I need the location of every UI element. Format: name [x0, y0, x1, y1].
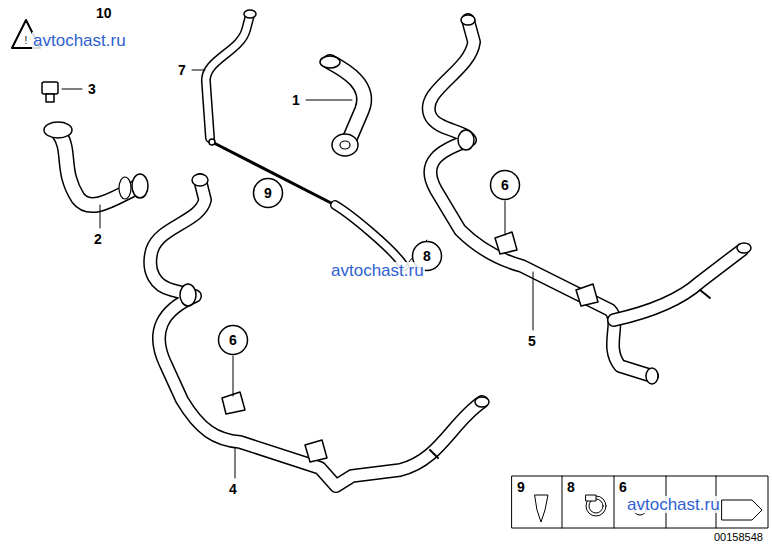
- callout-number: 9: [264, 185, 272, 201]
- callout-number: 10: [96, 6, 112, 20]
- watermark: avtochast.ru: [626, 496, 721, 513]
- callout-number: 9: [517, 480, 525, 494]
- callout-number: 8: [567, 480, 575, 494]
- callout-number: 6: [501, 177, 509, 193]
- callout-number: 2: [94, 232, 102, 246]
- callout-number: 6: [619, 480, 627, 494]
- callout-number: 3: [88, 82, 96, 96]
- callout-number: 7: [178, 63, 186, 77]
- callout-circle: 6: [217, 324, 249, 356]
- callout-circle: 6: [489, 169, 521, 201]
- callout-number: 5: [528, 334, 536, 348]
- watermark: avtochast.ru: [330, 262, 425, 279]
- diagram-number: 00158548: [714, 532, 763, 543]
- callout-circle: 9: [252, 177, 284, 209]
- callout-number: 4: [229, 482, 237, 496]
- watermark: avtochast.ru: [32, 32, 127, 49]
- svg-text:!: !: [25, 35, 28, 46]
- callout-number: 6: [229, 332, 237, 348]
- callout-number: 1: [292, 93, 300, 107]
